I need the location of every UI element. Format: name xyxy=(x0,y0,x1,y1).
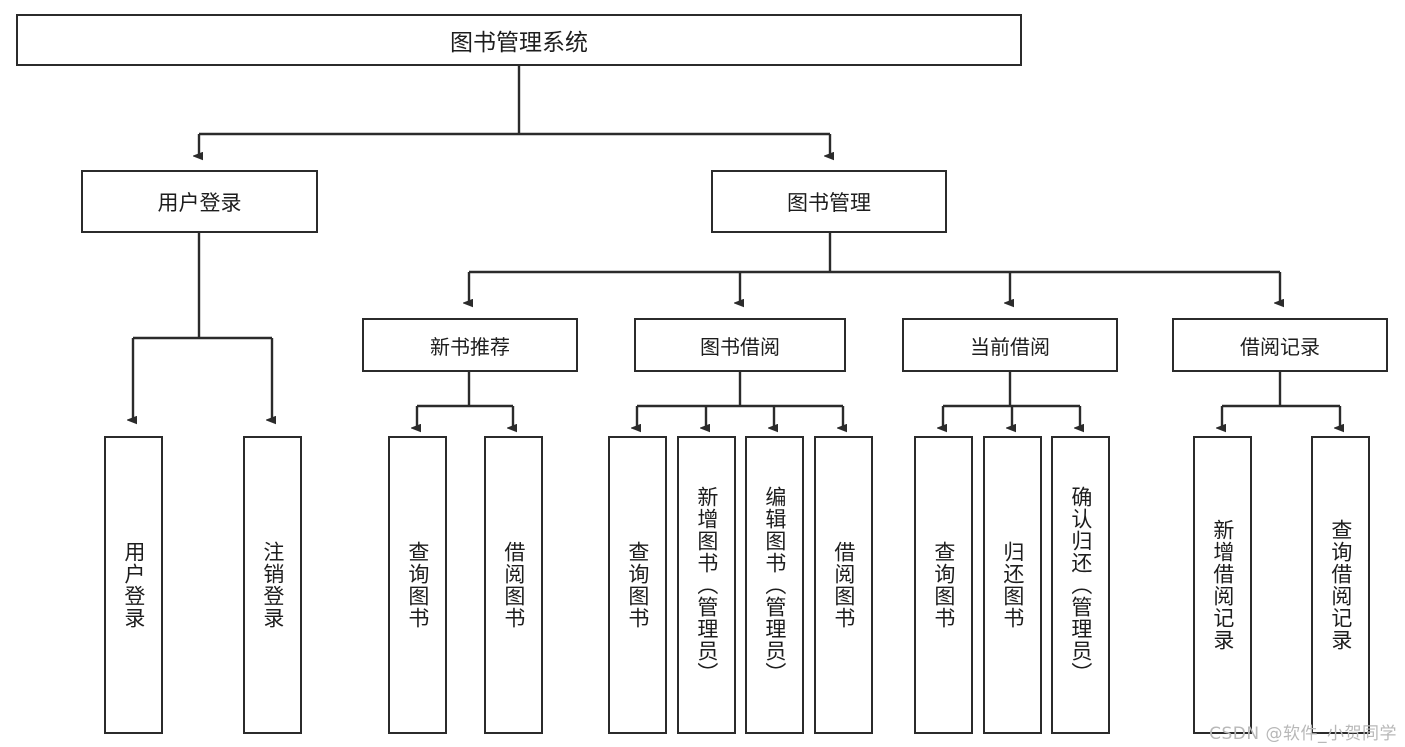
node-current-borrow-label: 当前借阅 xyxy=(970,334,1050,359)
leaf-label: 借阅图书 xyxy=(831,541,856,629)
leaf-label: 查询图书 xyxy=(931,541,956,629)
node-user-login-label: 用户登录 xyxy=(157,190,242,215)
leaf-book-borrow-2[interactable]: 新增图书（管理员） xyxy=(677,436,736,734)
leaf-label: 新增借阅记录 xyxy=(1210,519,1235,651)
leaf-label: 新增图书（管理员） xyxy=(694,486,719,684)
leaf-book-borrow-4[interactable]: 借阅图书 xyxy=(814,436,873,734)
node-borrow-record-label: 借阅记录 xyxy=(1240,334,1320,359)
node-book-borrow-label: 图书借阅 xyxy=(700,334,780,359)
node-book-management[interactable]: 图书管理 xyxy=(711,170,947,233)
leaf-label: 用户登录 xyxy=(121,541,146,629)
leaf-new-book-1[interactable]: 查询图书 xyxy=(388,436,447,734)
node-current-borrow[interactable]: 当前借阅 xyxy=(902,318,1118,372)
node-root-system[interactable]: 图书管理系统 xyxy=(16,14,1022,66)
node-borrow-record[interactable]: 借阅记录 xyxy=(1172,318,1388,372)
leaf-label: 借阅图书 xyxy=(501,541,526,629)
leaf-borrow-record-2[interactable]: 查询借阅记录 xyxy=(1311,436,1370,734)
node-book-borrow[interactable]: 图书借阅 xyxy=(634,318,846,372)
node-root-label: 图书管理系统 xyxy=(450,30,588,56)
leaf-book-borrow-1[interactable]: 查询图书 xyxy=(608,436,667,734)
leaf-borrow-record-1[interactable]: 新增借阅记录 xyxy=(1193,436,1252,734)
node-book-management-label: 图书管理 xyxy=(787,190,871,215)
node-new-book-recommend-label: 新书推荐 xyxy=(430,334,510,359)
leaf-label: 归还图书 xyxy=(1000,541,1025,629)
leaf-label: 查询图书 xyxy=(625,541,650,629)
leaf-book-borrow-3[interactable]: 编辑图书（管理员） xyxy=(745,436,804,734)
leaf-current-borrow-2[interactable]: 归还图书 xyxy=(983,436,1042,734)
node-new-book-recommend[interactable]: 新书推荐 xyxy=(362,318,578,372)
leaf-label: 确认归还（管理员） xyxy=(1068,486,1093,684)
watermark: CSDN @软件_小贺同学 xyxy=(1209,724,1397,744)
leaf-label: 查询借阅记录 xyxy=(1328,519,1353,651)
leaf-new-book-2[interactable]: 借阅图书 xyxy=(484,436,543,734)
leaf-user-login-1[interactable]: 用户登录 xyxy=(104,436,163,734)
leaf-label: 查询图书 xyxy=(405,541,430,629)
leaf-user-login-2[interactable]: 注销登录 xyxy=(243,436,302,734)
leaf-label: 编辑图书（管理员） xyxy=(762,486,787,684)
leaf-current-borrow-3[interactable]: 确认归还（管理员） xyxy=(1051,436,1110,734)
leaf-label: 注销登录 xyxy=(260,541,285,629)
leaf-current-borrow-1[interactable]: 查询图书 xyxy=(914,436,973,734)
node-user-login[interactable]: 用户登录 xyxy=(81,170,318,233)
